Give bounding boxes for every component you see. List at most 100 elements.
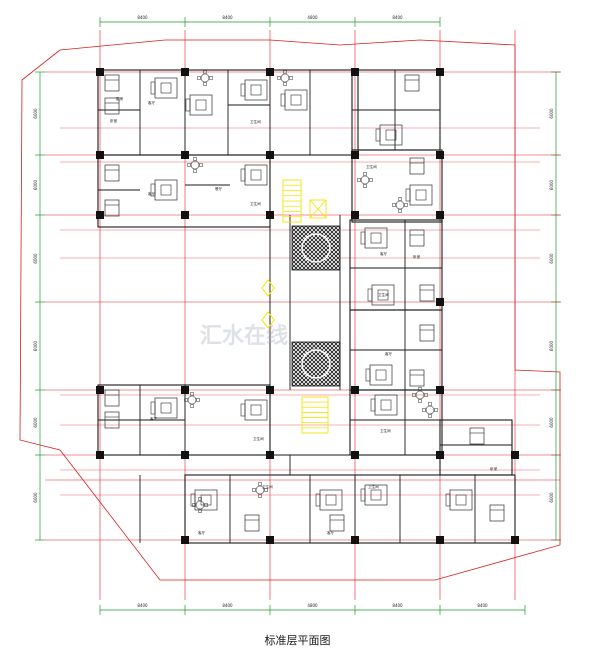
site-boundary	[19, 39, 561, 581]
dining-set-3-chair	[190, 392, 194, 396]
room-label-living: 客厅	[385, 351, 393, 356]
bed-13	[244, 514, 260, 532]
column	[511, 536, 519, 544]
dining-set-5-chair	[369, 178, 373, 182]
sofa-9-table	[377, 289, 389, 301]
dining-set-7-chair	[422, 408, 426, 412]
dining-set-2	[190, 160, 200, 170]
dining-set-9-chair	[258, 494, 262, 498]
room-label-dining: 餐厅	[215, 186, 223, 191]
room-label-bath: 卫生间	[380, 428, 391, 433]
dimension-top-label: 4800	[307, 15, 318, 20]
dining-set-7	[425, 405, 435, 415]
column	[181, 151, 189, 159]
dining-set-3-chair	[184, 398, 188, 402]
dining-set-2-chair	[187, 163, 191, 167]
sofa-15	[319, 489, 343, 511]
stair-landing-marker	[261, 279, 275, 297]
bed-7	[419, 284, 435, 302]
room-label-bath: 卫生间	[262, 484, 273, 489]
sofa-16-arm	[360, 488, 366, 502]
dining-set-8-chair	[198, 509, 202, 513]
sofa-0	[154, 77, 178, 99]
dining-set-3-chair	[190, 404, 194, 408]
sofa-3	[284, 89, 308, 111]
sofa-15-table	[325, 494, 337, 506]
room-label-bedroom: 卧室	[490, 466, 498, 471]
dining-set-3	[187, 395, 197, 405]
column	[266, 211, 274, 219]
bed-2	[404, 74, 420, 92]
room-label-bedroom: 卧室	[110, 118, 118, 123]
sofa-17-arm	[445, 493, 451, 507]
watermark-url: .com	[295, 342, 317, 352]
room-label-kitchen: 厨房	[116, 96, 124, 101]
bed-10	[104, 389, 120, 407]
sofa-9-arm	[367, 288, 373, 302]
furniture	[104, 70, 505, 532]
bed-11	[104, 411, 120, 429]
dining-set-4-chair	[398, 197, 402, 201]
dining-set-0-chair	[197, 76, 201, 80]
wall-outline	[351, 149, 443, 223]
dining-set-8-chair	[192, 503, 196, 507]
column	[436, 68, 444, 76]
sofa-7-table	[415, 189, 427, 201]
dining-set-0-chair	[203, 70, 207, 74]
column	[96, 68, 104, 76]
structural-columns	[96, 68, 519, 544]
room-label-bath: 卫生间	[250, 119, 261, 124]
dining-set-2-chair	[193, 157, 197, 161]
wall-outline	[349, 389, 443, 456]
wall-outline	[349, 219, 443, 311]
dimension-bottom-label: 4800	[307, 603, 318, 608]
dining-set-3-chair	[196, 398, 200, 402]
sofa-16-table	[370, 489, 382, 501]
column	[436, 211, 444, 219]
dining-set-7-chair	[428, 414, 432, 418]
stair-south-frame	[301, 396, 329, 434]
dining-set-8-chair	[198, 497, 202, 501]
sofa-10-table	[375, 369, 387, 381]
elevator-cross	[309, 199, 327, 219]
dining-set-4-chair	[392, 203, 396, 207]
sofa-6-arm	[375, 128, 381, 142]
dining-set-1	[280, 73, 290, 83]
dining-set-6-chair	[418, 387, 422, 391]
room-label-bath: 卫生间	[253, 436, 264, 441]
dining-set-0	[200, 73, 210, 83]
column	[96, 386, 104, 394]
sofa-15-arm	[315, 493, 321, 507]
column	[266, 151, 274, 159]
dining-set-6	[415, 390, 425, 400]
dining-set-1-chair	[289, 76, 293, 80]
dining-set-7-chair	[434, 408, 438, 412]
column	[181, 536, 189, 544]
dimension-right-label: 6000	[549, 179, 554, 190]
dining-set-5-chair	[363, 172, 367, 176]
dining-set-1-chair	[277, 76, 281, 80]
dining-set-1-chair	[283, 82, 287, 86]
dining-set-7-chair	[428, 402, 432, 406]
column	[436, 451, 444, 459]
sofa-5	[244, 164, 268, 186]
core-hatch	[291, 225, 341, 271]
dining-set-5-chair	[357, 178, 361, 182]
dimension-right-label: 6000	[549, 253, 554, 264]
sofa-1-arm	[185, 98, 191, 112]
dining-set-1-chair	[283, 70, 287, 74]
wall-outline	[184, 474, 516, 544]
dimension-left-label: 6000	[33, 417, 38, 428]
dining-set-8-chair	[204, 503, 208, 507]
sofa-3-table	[290, 94, 302, 106]
room-labels: 客厅卧室卫生间厨房餐厅客厅卫生间卫生间客厅卧室卫生间客厅卫生间客厅卫生间客厅卫生…	[110, 96, 498, 535]
dimension-bottom-label: 8400	[392, 603, 403, 608]
room-label-bath: 卫生间	[250, 201, 261, 206]
dining-set-0-chair	[209, 76, 213, 80]
sofa-2	[244, 79, 268, 101]
sofa-4-arm	[150, 183, 156, 197]
column	[181, 211, 189, 219]
sofa-4	[154, 179, 178, 201]
column	[96, 151, 104, 159]
sofa-2-arm	[240, 83, 246, 97]
